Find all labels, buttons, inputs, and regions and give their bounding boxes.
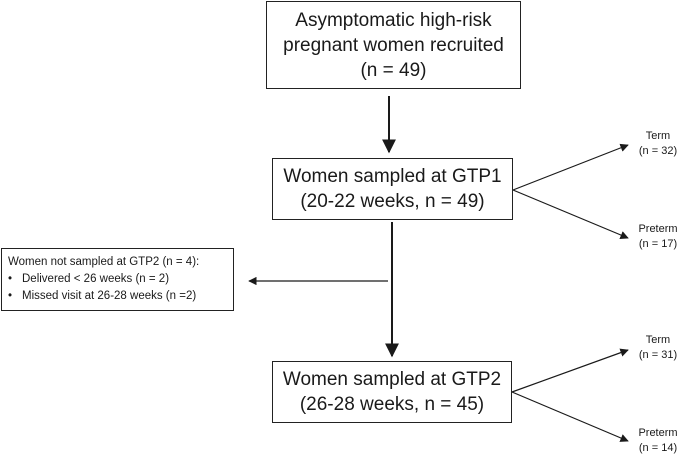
gtp2-title: Women sampled at GTP2: [282, 369, 502, 390]
arrow-gtp2-term: [511, 348, 629, 393]
outcome-count: (n = 31): [638, 349, 678, 361]
recruited-line1: Asymptomatic high-risk: [295, 9, 492, 31]
gtp1-term-outcome: Term (n = 32): [632, 129, 684, 159]
excluded-box: Women not sampled at GTP2 (n = 4): Deliv…: [1, 248, 234, 311]
outcome-count: (n = 17): [638, 238, 678, 250]
excluded-item: Missed visit at 26-28 weeks (n =2): [8, 288, 196, 305]
recruited-count: (n = 49): [360, 59, 427, 81]
gtp2-box: Women sampled at GTP2 (26-28 weeks, n = …: [272, 361, 512, 423]
excluded-item: Delivered < 26 weeks (n = 2): [8, 271, 196, 288]
outcome-label: Term: [645, 334, 671, 346]
arrow-gtp1-preterm: [512, 189, 629, 239]
arrow-gtp2-preterm: [511, 391, 629, 442]
gtp2-detail: (26-28 weeks, n = 45): [299, 394, 485, 415]
outcome-label: Preterm: [638, 427, 678, 439]
arrow-gtp1-term: [512, 143, 629, 191]
excluded-title: Women not sampled at GTP2 (n = 4):: [8, 256, 200, 268]
outcome-count: (n = 14): [638, 442, 678, 454]
gtp1-preterm-outcome: Preterm (n = 17): [632, 222, 684, 252]
gtp1-detail: (20-22 weeks, n = 49): [300, 191, 485, 212]
gtp2-preterm-outcome: Preterm (n = 14): [632, 426, 684, 456]
recruited-box: Asymptomatic high-risk pregnant women re…: [266, 1, 521, 89]
gtp1-title: Women sampled at GTP1: [283, 166, 502, 187]
recruited-line2: pregnant women recruited: [283, 34, 504, 56]
gtp1-box: Women sampled at GTP1 (20-22 weeks, n = …: [272, 158, 513, 220]
outcome-label: Term: [645, 130, 671, 142]
gtp2-term-outcome: Term (n = 31): [632, 333, 684, 363]
outcome-label: Preterm: [638, 223, 678, 235]
outcome-count: (n = 32): [638, 145, 678, 157]
excluded-list: Delivered < 26 weeks (n = 2) Missed visi…: [8, 271, 196, 305]
